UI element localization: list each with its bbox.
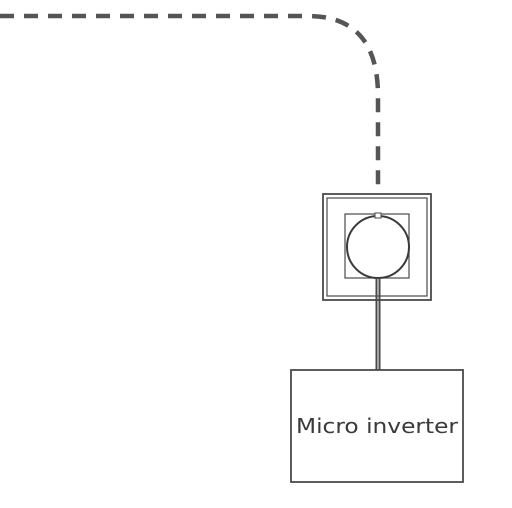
micro-inverter: Micro inverter xyxy=(290,369,464,483)
dashed-cable xyxy=(0,13,381,194)
wall-outlet xyxy=(322,193,432,301)
socket-notch xyxy=(374,212,382,219)
micro-inverter-label: Micro inverter xyxy=(296,414,459,438)
socket-icon xyxy=(346,215,410,279)
micro-inverter-box xyxy=(290,369,464,483)
inverter-cable xyxy=(375,278,381,370)
